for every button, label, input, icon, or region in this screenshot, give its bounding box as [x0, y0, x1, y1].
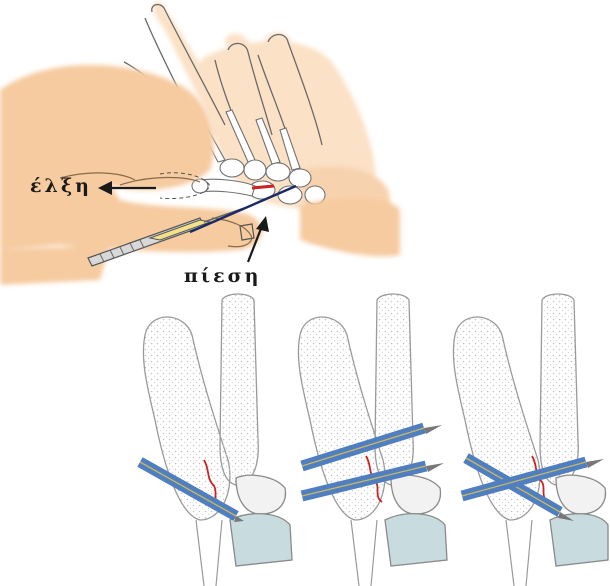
panel-single-oblique-wire	[140, 294, 292, 586]
panel-crossed-wires	[453, 294, 608, 586]
bone-silhouette	[143, 294, 292, 586]
pressure-label: πίεση	[184, 265, 261, 287]
panel-two-parallel-wires	[298, 294, 447, 586]
fracture-mark	[252, 186, 274, 188]
hand-reduction-illustration	[0, 2, 400, 285]
traction-label: έλξη	[30, 175, 92, 197]
bone-silhouette	[453, 294, 608, 586]
